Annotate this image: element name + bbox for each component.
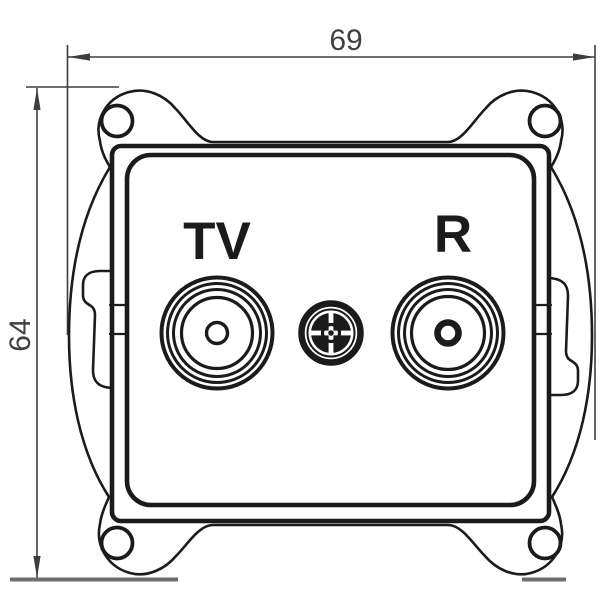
tv-connector-ring-3 [172,288,262,378]
tv-connector-center-socket [204,320,230,346]
radio-port-label: R [434,205,472,264]
radio-connector-ring-2 [397,282,499,384]
radio-connector-ring-3 [403,288,493,378]
tv-connector-inner-ring [179,295,255,371]
height-dimension: 64 [4,86,119,578]
mounting-hole-top-left [99,103,135,139]
center-fixing-screw [298,300,364,366]
width-dimension-arrows [68,53,595,61]
arrow-down-icon [33,556,41,578]
radio-connector [390,275,506,391]
tv-connector [159,275,275,391]
screw-center-dot [328,330,334,336]
port-labels: TV R [183,205,472,271]
arrow-left-icon [68,53,90,61]
mounting-hole-bottom-left [99,525,135,561]
width-dimension: 69 [66,24,596,440]
width-dimension-value: 69 [329,24,362,57]
height-dimension-value: 64 [4,318,37,351]
radio-connector-outer-ring [390,275,506,391]
arrow-right-icon [573,53,595,61]
screw-center-ring [320,322,342,344]
arrow-up-icon [33,88,41,110]
tv-port-label: TV [183,212,251,271]
mounting-hole-top-right [527,103,563,139]
height-dimension-arrows [33,88,41,578]
radio-connector-center-pin [434,319,462,347]
mounting-hole-bottom-right [527,525,563,561]
tv-connector-ring-2 [166,282,268,384]
screw-outer-ring [298,300,364,366]
screw-inner-ring [306,308,356,358]
socket-body: TV R [67,89,594,576]
tv-connector-outer-ring [159,275,275,391]
radio-connector-inner-ring [409,294,487,372]
